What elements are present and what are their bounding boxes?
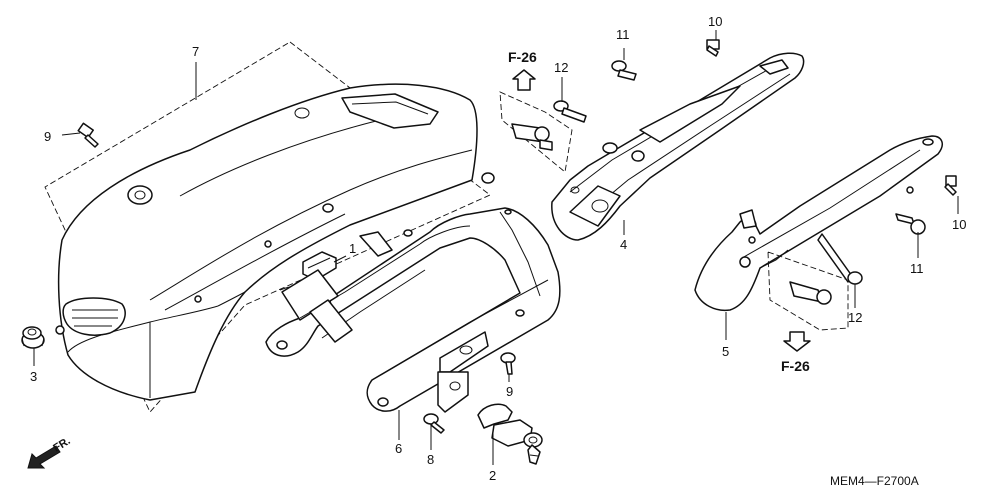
screw-part-10-top[interactable] <box>706 39 720 57</box>
ref-arrow-top <box>512 69 536 91</box>
ref-label-top: F-26 <box>508 49 537 65</box>
bolt-part-8[interactable] <box>423 413 445 434</box>
callout-8: 8 <box>427 452 434 467</box>
callout-5: 5 <box>722 344 729 359</box>
callout-11-right: 11 <box>910 261 924 276</box>
collar-part-12-bottom[interactable] <box>767 233 863 331</box>
callout-7: 7 <box>192 44 199 59</box>
ref-arrow-bottom <box>783 331 811 352</box>
callout-2: 2 <box>489 468 496 483</box>
leader-lines <box>33 30 959 465</box>
seat-lock-part-2[interactable] <box>477 403 543 465</box>
rear-bracket-part-6[interactable] <box>265 207 561 413</box>
callout-9-bottom: 9 <box>506 384 513 399</box>
diagram-code: MEM4—F2700A <box>830 474 919 488</box>
ref-label-bottom: F-26 <box>781 358 810 374</box>
front-direction-arrow <box>27 445 61 469</box>
grab-rail-part-5[interactable] <box>694 135 943 312</box>
bolt-part-11-right[interactable] <box>895 213 926 235</box>
callout-11-top: 11 <box>616 27 630 42</box>
rear-cowl-part-7[interactable] <box>44 41 495 413</box>
bolt-part-9-bottom[interactable] <box>500 352 516 375</box>
clip-part-1[interactable] <box>302 251 337 281</box>
callout-10-top: 10 <box>708 14 722 29</box>
callout-10-right: 10 <box>952 217 966 232</box>
callout-12-bottom: 12 <box>848 310 862 325</box>
callout-4: 4 <box>620 237 627 252</box>
callout-12-top: 12 <box>554 60 568 75</box>
callout-6: 6 <box>395 441 402 456</box>
grommet-part-3[interactable] <box>21 326 45 349</box>
callout-9-left: 9 <box>44 129 51 144</box>
collar-part-12-top[interactable] <box>499 91 587 173</box>
screw-part-9-left[interactable] <box>77 122 99 148</box>
callout-1: 1 <box>349 241 356 256</box>
callout-3: 3 <box>30 369 37 384</box>
bolt-part-11-top[interactable] <box>611 60 637 81</box>
screw-part-10-right[interactable] <box>944 175 957 196</box>
grab-rail-part-4[interactable] <box>551 52 805 241</box>
